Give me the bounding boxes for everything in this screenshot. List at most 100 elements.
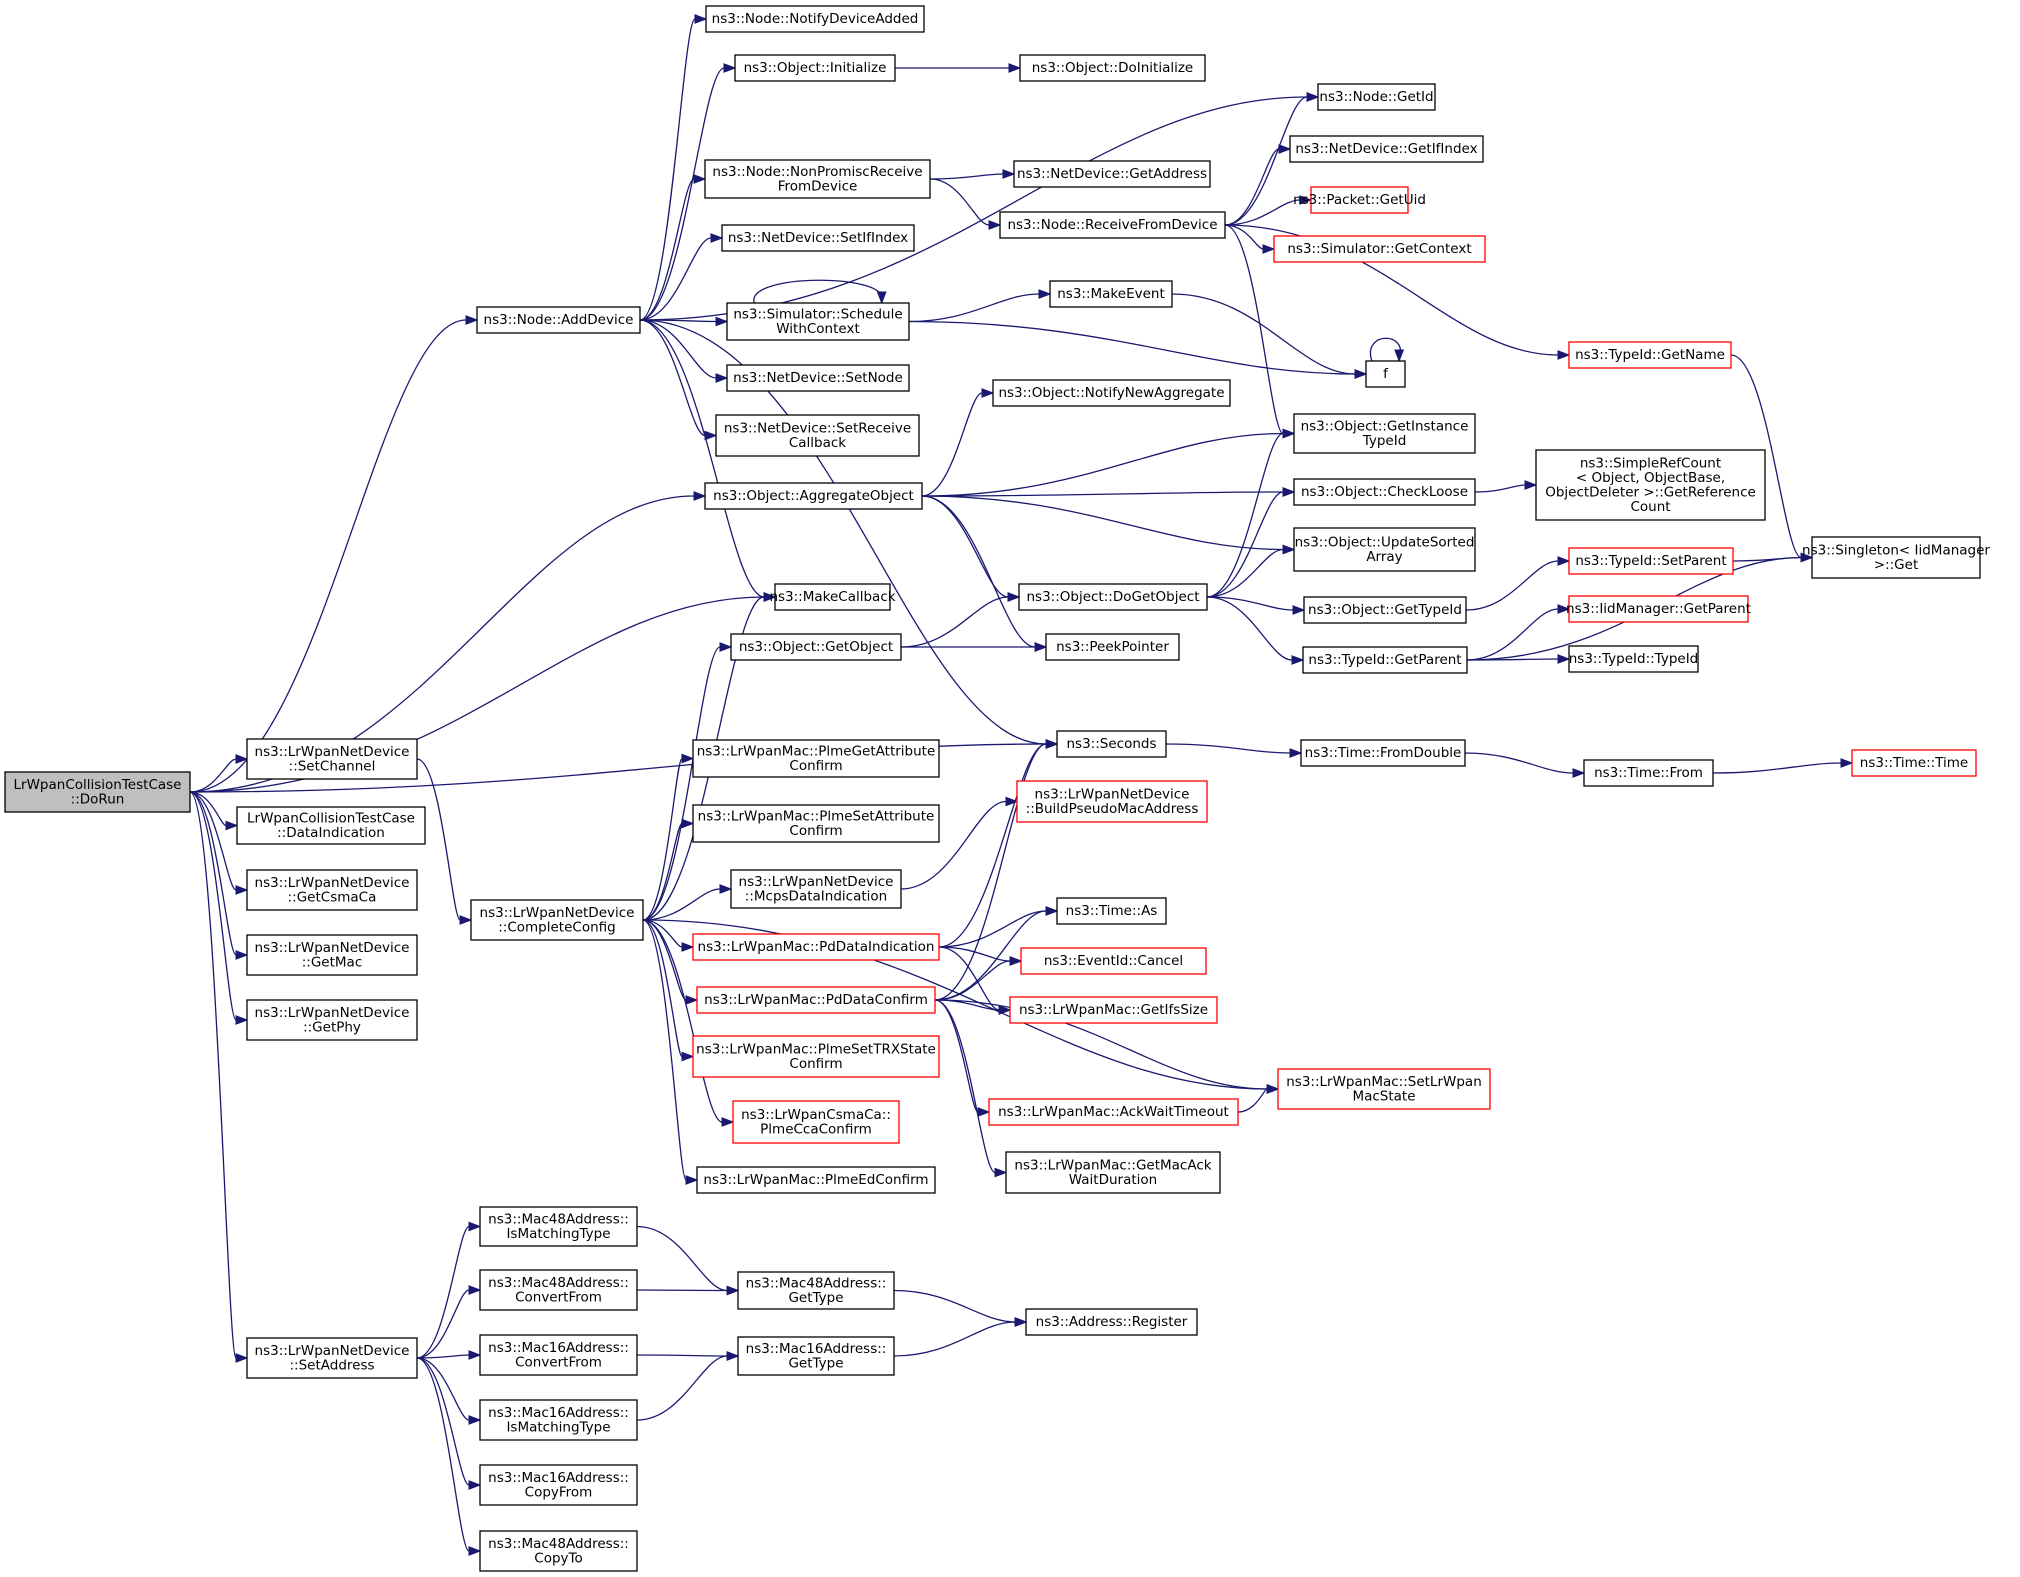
node-label: < Object, ObjectBase, [1576,470,1725,486]
node-dogetobject[interactable]: ns3::Object::DoGetObject [1018,583,1208,611]
node-eventidcancel[interactable]: ns3::EventId::Cancel [1020,947,1207,975]
edge-completeconfig-to-getobject [642,642,733,921]
node-label: CopyTo [534,1550,582,1566]
edge-arrowhead [468,1221,482,1232]
node-plmeedconfirm[interactable]: ns3::LrWpanMac::PlmeEdConfirm [696,1166,936,1194]
node-f[interactable]: f [1365,360,1406,388]
node-receivefromdevice[interactable]: ns3::Node::ReceiveFromDevice [999,211,1226,239]
node-adddevice[interactable]: ns3::Node::AddDevice [476,306,641,334]
node-label: ::McpsDataIndication [745,888,887,904]
node-label: ns3::Object::DoGetObject [1026,589,1199,605]
edge-arrowhead [1002,169,1016,179]
node-mac48gettype[interactable]: ns3::Mac48Address::GetType [737,1271,895,1310]
node-getphy[interactable]: ns3::LrWpanNetDevice::GetPhy [246,999,418,1041]
node-box [774,583,891,611]
node-dataindication[interactable]: LrWpanCollisionTestCase::DataIndication [236,806,426,845]
node-label: ::SetAddress [289,1357,374,1373]
node-mac16gettype[interactable]: ns3::Mac16Address::GetType [737,1336,895,1376]
node-typeidgetparent[interactable]: ns3::TypeId::GetParent [1302,646,1468,674]
edge-setaddress-to-mac16convertfrom [416,1350,482,1360]
edge-line [642,822,683,921]
node-root[interactable]: LrWpanCollisionTestCase::DoRun [4,771,191,813]
node-completeconfig[interactable]: ns3::LrWpanNetDevice::CompleteConfig [470,899,644,941]
edge-dogetobject-to-checkloose [1206,487,1296,598]
node-getobject[interactable]: ns3::Object::GetObject [730,633,902,661]
node-setnode[interactable]: ns3::NetDevice::SetNode [726,364,910,392]
node-mac16ismatchingtype[interactable]: ns3::Mac16Address::IsMatchingType [479,1399,638,1441]
node-peekpointer[interactable]: ns3::PeekPointer [1045,633,1180,661]
node-singletonget[interactable]: ns3::Singleton< IidManager >::Get [1802,536,1990,579]
node-iidgetparent[interactable]: ns3::IidManager::GetParent [1566,595,1751,623]
node-mac48ismatchingtype[interactable]: ns3::Mac48Address::IsMatchingType [479,1206,638,1247]
node-getid[interactable]: ns3::Node::GetId [1317,83,1436,111]
node-label: ns3::MakeEvent [1057,286,1165,302]
edge-line [189,791,237,956]
node-mac48copyto[interactable]: ns3::Mac48Address::CopyTo [479,1530,638,1572]
node-checkloose[interactable]: ns3::Object::CheckLoose [1293,478,1476,506]
node-label: ns3::Mac16Address:: [746,1341,887,1357]
node-mac16convertfrom[interactable]: ns3::Mac16Address::ConvertFrom [479,1334,638,1376]
edge-arrowhead [468,1285,482,1295]
node-mcpsdataindication[interactable]: ns3::LrWpanNetDevice::McpsDataIndication [730,869,902,909]
node-getuid[interactable]: ns3::Packet::GetUid [1293,186,1426,214]
node-initialize[interactable]: ns3::Object::Initialize [734,54,896,82]
node-timefrom[interactable]: ns3::Time::From [1583,759,1714,787]
edge-line [934,743,1047,1001]
node-timetime[interactable]: ns3::Time::Time [1851,749,1977,777]
node-setaddress[interactable]: ns3::LrWpanNetDevice::SetAddress [246,1337,418,1379]
node-setifindex[interactable]: ns3::NetDevice::SetIfIndex [721,224,915,252]
node-fromdouble[interactable]: ns3::Time::FromDouble [1300,739,1466,767]
node-label: ns3::LrWpanMac::AckWaitTimeout [998,1104,1229,1120]
node-typeidtypeid[interactable]: ns3::TypeId::TypeId [1568,645,1699,673]
edge-arrowhead [1278,144,1292,154]
node-notifydeviceadded[interactable]: ns3::Node::NotifyDeviceAdded [705,5,925,33]
node-getname[interactable]: ns3::TypeId::GetName [1568,341,1732,369]
node-simplerefcount[interactable]: ns3::SimpleRefCount< Object, ObjectBase,… [1535,449,1766,521]
node-setchannel[interactable]: ns3::LrWpanNetDevice::SetChannel [246,738,418,780]
node-box [704,159,931,199]
node-getcsmaca[interactable]: ns3::LrWpanNetDevice::GetCsmaCa [246,869,418,911]
node-ackwaittimeout[interactable]: ns3::LrWpanMac::AckWaitTimeout [988,1098,1239,1126]
node-box [1009,996,1218,1024]
node-notifynewaggregate[interactable]: ns3::Object::NotifyNewAggregate [992,379,1231,407]
node-label: ns3::Mac48Address:: [488,1211,629,1227]
node-getmac[interactable]: ns3::LrWpanNetDevice::GetMac [246,934,418,976]
node-getcontext[interactable]: ns3::Simulator::GetContext [1273,235,1486,263]
edge-arrowhead [763,592,777,602]
edge-root-to-setchannel [189,754,249,793]
node-pddataindication[interactable]: ns3::LrWpanMac::PdDataIndication [692,933,940,961]
node-plmeccaconfirm[interactable]: ns3::LrWpanCsmaCa::PlmeCcaConfirm [732,1100,900,1144]
edge-arrowhead [715,373,729,383]
node-label: ns3::Time::Time [1860,755,1968,771]
node-getifindex[interactable]: ns3::NetDevice::GetIfIndex [1289,135,1484,163]
node-label: Confirm [789,758,842,774]
node-setparent[interactable]: ns3::TypeId::SetParent [1568,547,1734,575]
node-getaddress[interactable]: ns3::NetDevice::GetAddress [1013,160,1211,188]
node-box [1056,730,1167,758]
node-mac16copyfrom[interactable]: ns3::Mac16Address::CopyFrom [479,1464,638,1506]
node-box [246,999,418,1041]
node-mac48convertfrom[interactable]: ns3::Mac48Address::ConvertFrom [479,1269,638,1311]
node-addressregister[interactable]: ns3::Address::Register [1025,1308,1198,1336]
edge-line [900,596,1009,648]
node-buildpseudomac[interactable]: ns3::LrWpanNetDevice::BuildPseudoMacAddr… [1016,780,1208,823]
node-getifssize[interactable]: ns3::LrWpanMac::GetIfsSize [1009,996,1218,1024]
node-pddataconfirm[interactable]: ns3::LrWpanMac::PdDataConfirm [696,986,936,1014]
node-seconds[interactable]: ns3::Seconds [1056,730,1167,758]
node-doinitialize[interactable]: ns3::Object::DoInitialize [1019,54,1206,82]
node-makeevent[interactable]: ns3::MakeEvent [1049,280,1173,308]
node-aggregateobject[interactable]: ns3::Object::AggregateObject [704,482,923,510]
node-gettypeid[interactable]: ns3::Object::GetTypeId [1303,596,1467,624]
node-makecallback[interactable]: ns3::MakeCallback [769,583,896,611]
node-timeas[interactable]: ns3::Time::As [1056,897,1167,925]
